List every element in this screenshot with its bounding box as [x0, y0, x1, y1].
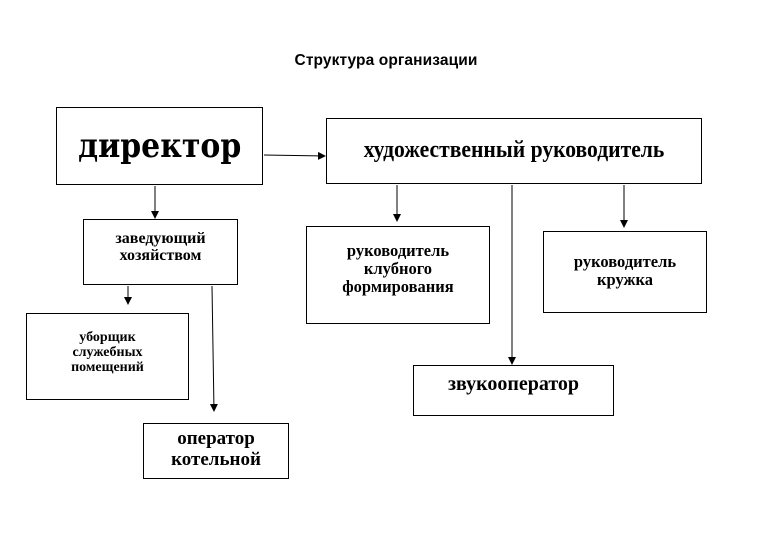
- node-head-household: заведующий хозяйством: [83, 219, 238, 285]
- node-director-label: директор: [77, 125, 242, 166]
- node-sound-engineer: звукооператор: [413, 365, 614, 416]
- node-club-head: руководитель клубного формирования: [306, 226, 490, 324]
- node-cleaner: уборщик служебных помещений: [26, 313, 189, 400]
- node-circle-head: руководитель кружка: [543, 231, 707, 313]
- arrow-head-household-to-boiler-operator: [209, 285, 218, 412]
- diagram-title: Структура организации: [294, 52, 478, 69]
- node-boiler-operator-label: оператор котельной: [171, 428, 261, 470]
- node-head-household-label: заведующий хозяйством: [115, 230, 206, 265]
- node-boiler-operator: оператор котельной: [143, 423, 289, 479]
- node-sound-engineer-label: звукооператор: [447, 373, 580, 395]
- node-art-director: художественный руководитель: [326, 118, 702, 184]
- node-director: директор: [56, 107, 263, 185]
- node-art-director-label: художественный руководитель: [363, 137, 665, 164]
- node-cleaner-label: уборщик служебных помещений: [71, 330, 144, 376]
- node-club-head-label: руководитель клубного формирования: [342, 241, 454, 296]
- node-circle-head-label: руководитель кружка: [573, 252, 677, 289]
- arrow-director-to-art-director: [263, 151, 326, 160]
